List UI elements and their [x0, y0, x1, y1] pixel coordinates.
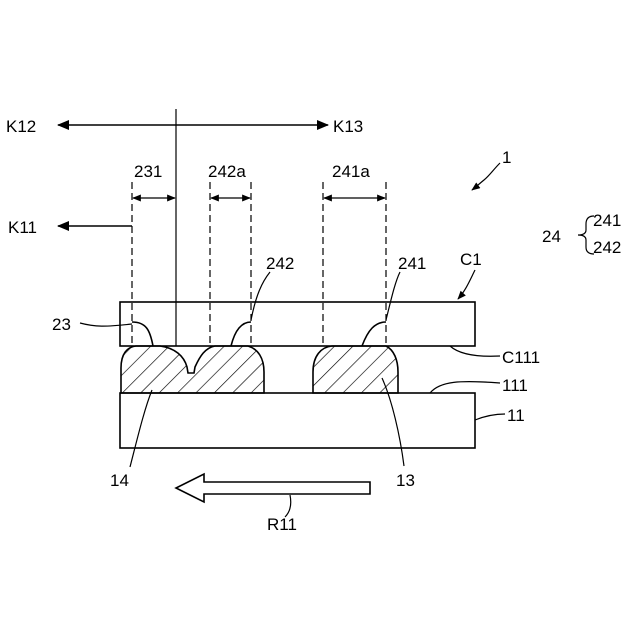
label-13: 13 [396, 471, 415, 490]
leader-r11 [285, 495, 291, 517]
label-11: 11 [507, 406, 525, 425]
group24-brace [578, 216, 594, 254]
leader-c1 [458, 270, 475, 299]
label-group24-241: 241 [593, 211, 621, 230]
label-c111: C111 [502, 348, 540, 367]
label-c1: C1 [460, 250, 482, 269]
label-23: 23 [52, 315, 71, 334]
label-group24: 24 [542, 227, 561, 246]
label-k11: K11 [8, 218, 37, 237]
leader-241 [386, 272, 400, 320]
leader-111 [430, 382, 500, 393]
leader-11 [475, 414, 505, 420]
label-figure-ref: 1 [502, 148, 511, 167]
leader-242 [251, 272, 270, 320]
label-241: 241 [398, 254, 426, 273]
solder-14 [121, 346, 264, 393]
label-r11: R11 [267, 515, 297, 534]
pad-241 [362, 322, 386, 346]
pad-242 [231, 322, 251, 346]
label-242a: 242a [208, 162, 246, 181]
figure-ref-leader [472, 163, 500, 190]
label-241a: 241a [332, 162, 370, 181]
r11-arrow [176, 474, 370, 502]
pad-23 [132, 322, 153, 346]
label-231: 231 [134, 162, 162, 181]
substrate-11 [120, 393, 475, 448]
label-242: 242 [266, 254, 294, 273]
leader-14 [130, 390, 152, 467]
leader-23 [80, 323, 132, 326]
label-k13: K13 [333, 117, 363, 136]
component-c1 [120, 302, 475, 346]
label-k12: K12 [6, 117, 36, 136]
label-14: 14 [110, 471, 129, 490]
leader-c111 [450, 346, 500, 356]
label-group24-242: 242 [593, 238, 621, 257]
label-111: 111 [502, 376, 528, 395]
